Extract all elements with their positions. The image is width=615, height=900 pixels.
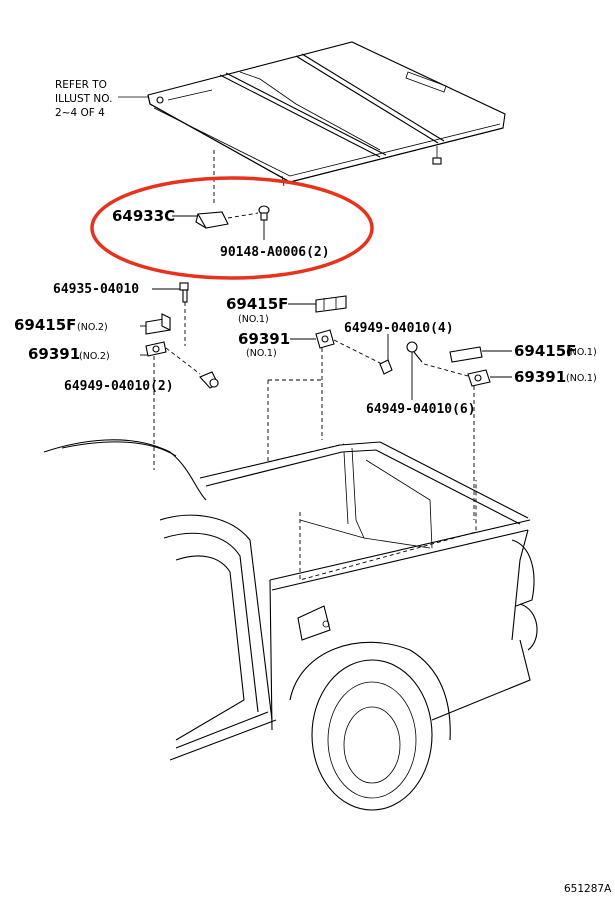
callout-69415f-no1-mid: 69415F: [226, 295, 288, 313]
callout-64949-04010-6: 64949-04010(6): [366, 402, 476, 417]
refer-note-line-1: REFER TO: [55, 79, 107, 91]
right-parts: [406, 341, 512, 520]
callout-64933c: 64933C: [112, 207, 175, 225]
qualifier-69415f-no1-right: (NO.1): [566, 347, 597, 358]
callout-69415f-no2: 69415F: [14, 316, 76, 334]
callout-69415f-no1-right: 69415F: [514, 342, 576, 360]
callout-69391-no1-right: 69391: [514, 368, 566, 386]
callout-64935-04010: 64935-04010: [53, 282, 139, 297]
left-parts: [140, 282, 219, 470]
refer-note-line-2: ILLUST NO.: [55, 93, 112, 105]
middle-parts: [267, 295, 393, 462]
highlight-ellipse: [90, 176, 374, 280]
refer-note: REFER TO ILLUST NO. 2~4 OF 4: [55, 79, 112, 119]
figure-id: 651287A: [564, 883, 612, 895]
callout-69391-no1-mid: 69391: [238, 330, 290, 348]
callout-90148-a0006: 90148-A0006(2): [220, 245, 330, 260]
callout-64949-04010-4: 64949-04010(4): [344, 321, 454, 336]
qualifier-69415f-no2: (NO.2): [77, 322, 108, 333]
refer-note-line-3: 2~4 OF 4: [55, 107, 105, 119]
callout-64949-04010-2: 64949-04010(2): [64, 379, 174, 394]
callout-69391-no2: 69391: [28, 345, 80, 363]
truck-body: [43, 439, 538, 811]
bolt-90148: [258, 205, 270, 240]
tonneau-cover: [118, 41, 506, 187]
bracket-64933c: [195, 211, 259, 229]
qualifier-69391-no1-mid: (NO.1): [246, 348, 277, 359]
qualifier-69415f-no1-mid: (NO.1): [238, 314, 269, 325]
qualifier-69391-no1-right: (NO.1): [566, 373, 597, 384]
qualifier-69391-no2: (NO.2): [79, 351, 110, 362]
